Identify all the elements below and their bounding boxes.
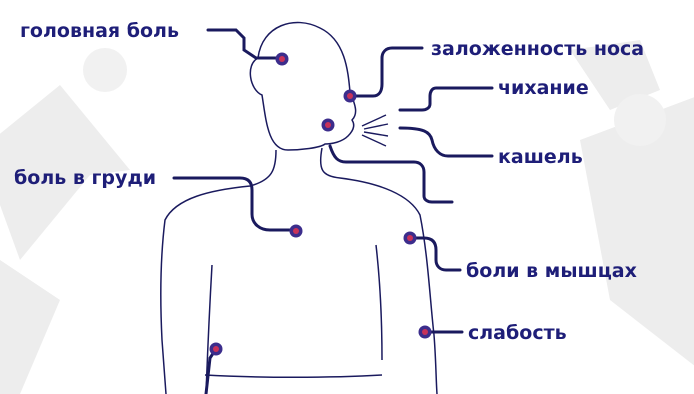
label-headache: головная боль bbox=[20, 20, 179, 42]
label-cough: кашель bbox=[498, 146, 583, 168]
leader-cough bbox=[400, 128, 492, 156]
leader-chest-pain bbox=[174, 178, 296, 230]
leader-sneezing bbox=[400, 88, 492, 110]
leader-lines bbox=[174, 30, 492, 394]
body-silhouette bbox=[161, 22, 437, 394]
symptom-markers bbox=[210, 53, 432, 356]
symptom-point-icon bbox=[276, 53, 289, 66]
label-weakness: слабость bbox=[468, 322, 567, 344]
label-nasal-congestion: заложенность носа bbox=[431, 38, 644, 60]
leader-nasal-congestion bbox=[350, 48, 422, 96]
symptom-point-icon bbox=[404, 232, 417, 245]
sneeze-lines bbox=[362, 115, 388, 146]
symptom-point-icon bbox=[290, 225, 303, 238]
symptom-point-icon bbox=[419, 326, 432, 339]
label-sneezing: чихание bbox=[498, 77, 589, 99]
leader-throat bbox=[330, 146, 452, 202]
symptom-point-icon bbox=[322, 119, 335, 132]
leader-muscle-pain bbox=[410, 238, 460, 270]
symptom-point-icon bbox=[344, 90, 357, 103]
label-chest-pain: боль в груди bbox=[14, 167, 156, 189]
symptom-point-icon bbox=[210, 343, 223, 356]
label-muscle-pain: боли в мышцах bbox=[466, 260, 637, 282]
